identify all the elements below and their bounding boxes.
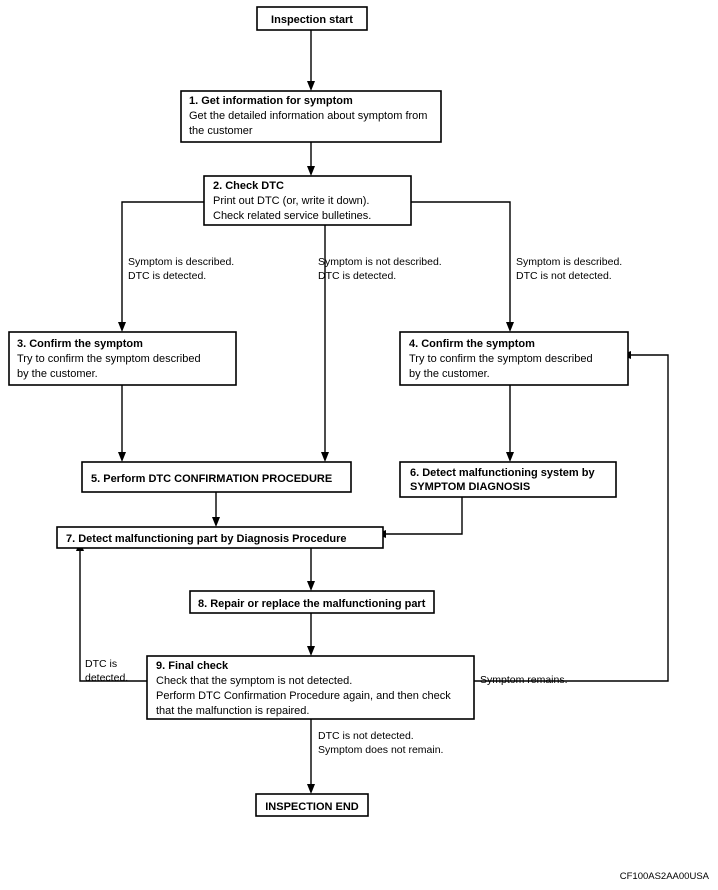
node-step6-title: 6. Detect malfunctioning system by xyxy=(410,467,595,479)
node-step1-line2: the customer xyxy=(189,125,253,137)
arrow-head-step1-to-step2 xyxy=(307,166,315,176)
branch-label-final-pass-line1: DTC is not detected. xyxy=(318,730,414,742)
node-step9-line1: Check that the symptom is not detected. xyxy=(156,675,352,687)
arrow-head-step7-to-step8 xyxy=(307,581,315,591)
connector-step2-left-to-step3 xyxy=(121,201,204,325)
node-step3-title: 3. Confirm the symptom xyxy=(17,338,143,350)
connector-layer xyxy=(76,30,669,794)
node-inspection-end-label: INSPECTION END xyxy=(265,801,359,813)
branch-label-left-line1: Symptom is described. xyxy=(128,256,234,268)
figure-id-code: CF100AS2AA00USA xyxy=(620,871,710,882)
arrow-head-step4-to-step6 xyxy=(506,452,514,462)
arrow-head-step8-to-step9 xyxy=(307,646,315,656)
node-step2: 2. Check DTC Print out DTC (or, write it… xyxy=(203,175,412,226)
node-step5-title: 5. Perform DTC CONFIRMATION PROCEDURE xyxy=(91,473,332,485)
branch-label-left-line2: DTC is detected. xyxy=(128,270,206,282)
node-step4: 4. Confirm the symptom Try to confirm th… xyxy=(399,331,629,386)
branch-label-dtc-detected-line2: detected. xyxy=(85,672,128,684)
node-step9-title: 9. Final check xyxy=(156,660,229,672)
node-step9: 9. Final check Check that the symptom is… xyxy=(146,655,475,720)
node-step6-box xyxy=(399,461,617,498)
node-inspection-start: Inspection start xyxy=(256,6,368,31)
node-step7-box xyxy=(56,526,384,549)
node-step1-title: 1. Get information for symptom xyxy=(189,95,353,107)
node-step4-line1: Try to confirm the symptom described xyxy=(409,353,593,365)
node-step1-box xyxy=(180,90,442,143)
node-step7-title: 7. Detect malfunctioning part by Diagnos… xyxy=(66,533,347,545)
node-step3: 3. Confirm the symptom Try to confirm th… xyxy=(8,331,237,386)
connector-step9-dtc-detected-to-step7 xyxy=(79,548,147,682)
node-step7: 7. Detect malfunctioning part by Diagnos… xyxy=(56,526,384,549)
node-step5: 5. Perform DTC CONFIRMATION PROCEDURE xyxy=(81,461,352,493)
branch-label-left: Symptom is described. DTC is detected. xyxy=(128,256,234,282)
node-step6-line1: SYMPTOM DIAGNOSIS xyxy=(410,481,530,493)
branch-label-right: Symptom is described. DTC is not detecte… xyxy=(516,256,622,282)
branch-label-middle: Symptom is not described. DTC is detecte… xyxy=(318,256,442,282)
arrow-head-step2-right-to-step4 xyxy=(506,322,514,332)
node-inspection-start-label: Inspection start xyxy=(271,14,353,26)
branch-label-middle-line1: Symptom is not described. xyxy=(318,256,442,268)
node-step2-line1: Print out DTC (or, write it down). xyxy=(213,195,370,207)
node-step5-box xyxy=(81,461,352,493)
node-step3-box xyxy=(8,331,237,386)
node-step4-box xyxy=(399,331,629,386)
node-step3-line2: by the customer. xyxy=(17,368,98,380)
arrow-head-step3-to-step5 xyxy=(118,452,126,462)
node-step1-line1: Get the detailed information about sympt… xyxy=(189,110,427,122)
connector-step9-symptom-remains-to-step4 xyxy=(474,354,669,682)
arrow-head-step5-to-step7 xyxy=(212,517,220,527)
arrow-head-step2-left-to-step3 xyxy=(118,322,126,332)
node-step4-line2: by the customer. xyxy=(409,368,490,380)
node-step4-title: 4. Confirm the symptom xyxy=(409,338,535,350)
arrow-head-step2-middle-to-step5 xyxy=(321,452,329,462)
branch-label-right-line1: Symptom is described. xyxy=(516,256,622,268)
branch-label-final-pass-line2: Symptom does not remain. xyxy=(318,744,443,756)
node-step8-box xyxy=(189,590,435,614)
branch-label-dtc-detected-line1: DTC is xyxy=(85,658,117,670)
branch-label-right-line2: DTC is not detected. xyxy=(516,270,612,282)
node-step9-line2: Perform DTC Confirmation Procedure again… xyxy=(156,690,451,702)
node-step8-title: 8. Repair or replace the malfunctioning … xyxy=(198,598,426,610)
node-step8: 8. Repair or replace the malfunctioning … xyxy=(189,590,435,614)
node-step1: 1. Get information for symptom Get the d… xyxy=(180,90,442,143)
arrow-head-step9-to-end xyxy=(307,784,315,794)
node-step6: 6. Detect malfunctioning system by SYMPT… xyxy=(399,461,617,498)
branch-label-final-pass: DTC is not detected. Symptom does not re… xyxy=(318,730,443,756)
branch-label-symptom-remains: Symptom remains. xyxy=(480,674,568,686)
branch-label-dtc-detected: DTC is detected. xyxy=(85,658,128,684)
connector-step2-right-to-step4 xyxy=(411,201,511,325)
branch-label-middle-line2: DTC is detected. xyxy=(318,270,396,282)
node-step3-line1: Try to confirm the symptom described xyxy=(17,353,201,365)
node-step2-title: 2. Check DTC xyxy=(213,180,284,192)
node-inspection-start-box xyxy=(256,6,368,31)
node-step9-line3: that the malfunction is repaired. xyxy=(156,705,309,717)
node-inspection-end-box xyxy=(255,793,369,817)
connector-step6-to-step7 xyxy=(383,497,463,535)
node-step9-box xyxy=(146,655,475,720)
node-step2-box xyxy=(203,175,412,226)
arrow-head-start-to-step1 xyxy=(307,81,315,91)
branch-label-symptom-remains-line1: Symptom remains. xyxy=(480,674,568,686)
node-inspection-end: INSPECTION END xyxy=(255,793,369,817)
node-step2-line2: Check related service bulletines. xyxy=(213,210,371,222)
